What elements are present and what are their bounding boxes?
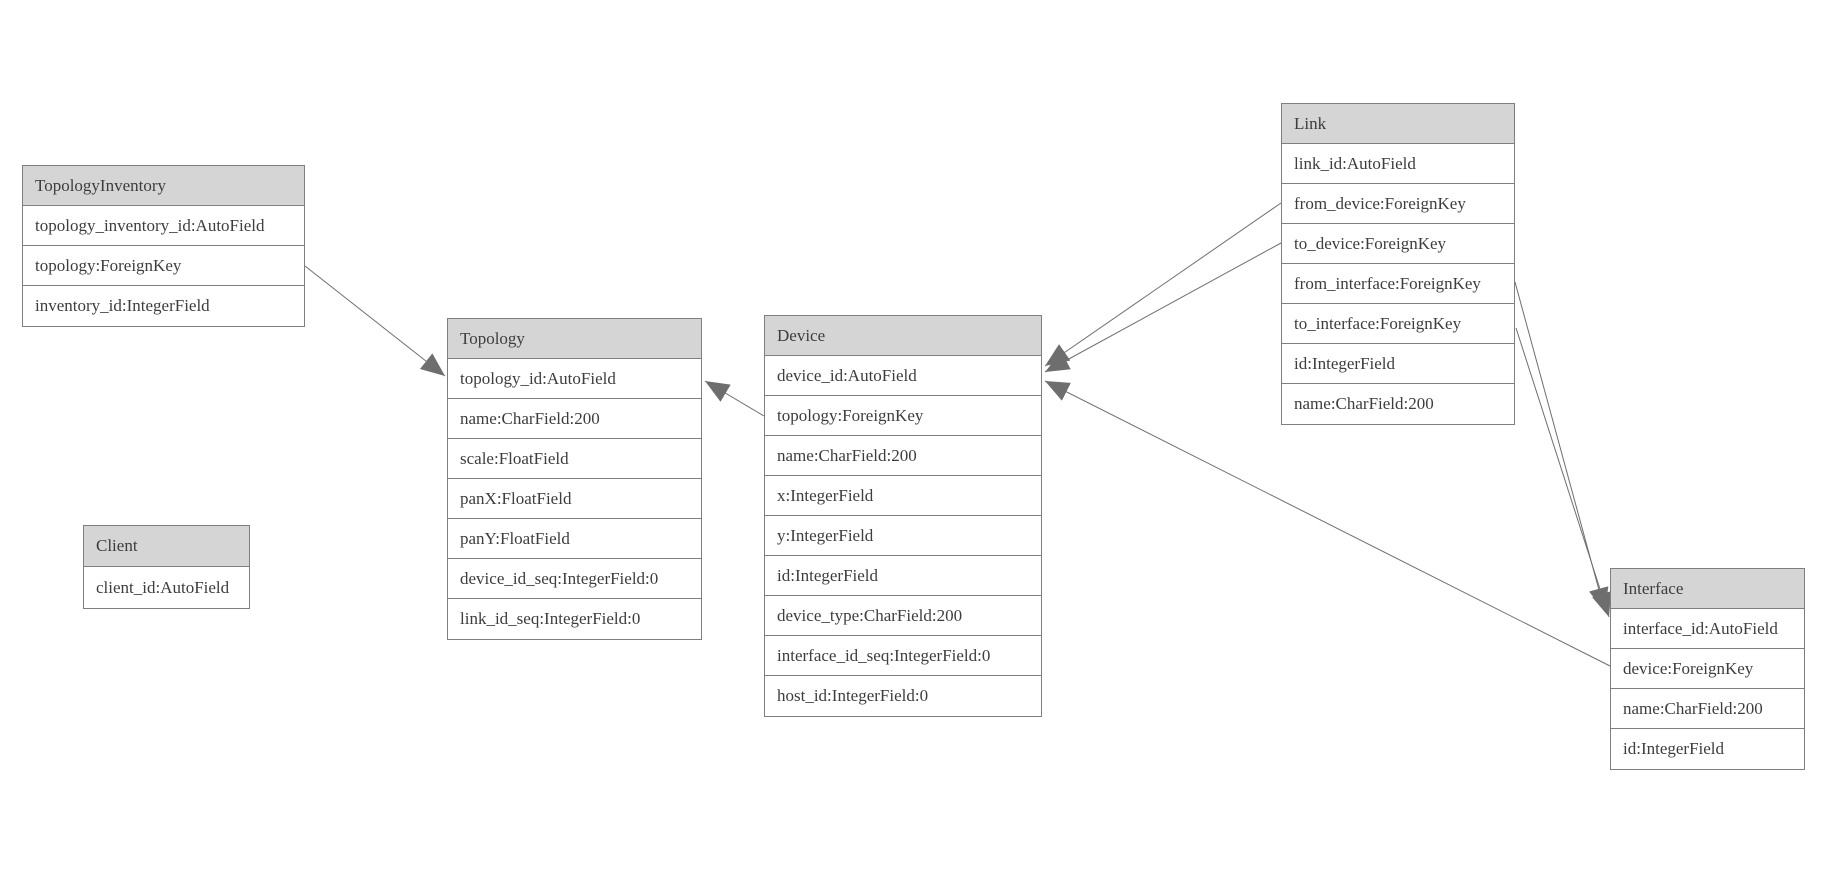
table-row: link_id_seq:IntegerField:0 <box>448 599 701 639</box>
table-row: link_id:AutoField <box>1282 144 1514 184</box>
table-row: from_device:ForeignKey <box>1282 184 1514 224</box>
table-row: panX:FloatField <box>448 479 701 519</box>
entity-table-title: TopologyInventory <box>23 166 304 206</box>
table-row: topology:ForeignKey <box>23 246 304 286</box>
table-row: topology_id:AutoField <box>448 359 701 399</box>
entity-table-title: Topology <box>448 319 701 359</box>
table-row: name:CharField:200 <box>1611 689 1804 729</box>
table-row: interface_id_seq:IntegerField:0 <box>765 636 1041 676</box>
edge-topologyinventory-topology <box>304 265 446 377</box>
table-row: device_type:CharField:200 <box>765 596 1041 636</box>
table-row: device_id_seq:IntegerField:0 <box>448 559 701 599</box>
entity-table-title: Device <box>765 316 1041 356</box>
table-row: name:CharField:200 <box>1282 384 1514 424</box>
edge-device-topology <box>704 380 765 417</box>
table-row: client_id:AutoField <box>84 567 249 608</box>
table-row: topology:ForeignKey <box>765 396 1041 436</box>
edge-link-from-device <box>1044 202 1282 367</box>
edge-link-to-interface <box>1515 327 1612 618</box>
entity-table-title: Interface <box>1611 569 1804 609</box>
table-row: inventory_id:IntegerField <box>23 286 304 326</box>
table-row: x:IntegerField <box>765 476 1041 516</box>
table-row: topology_inventory_id:AutoField <box>23 206 304 246</box>
table-row: name:CharField:200 <box>765 436 1041 476</box>
edge-link-to-device <box>1044 242 1282 373</box>
table-row: to_device:ForeignKey <box>1282 224 1514 264</box>
table-row: device:ForeignKey <box>1611 649 1804 689</box>
table-row: interface_id:AutoField <box>1611 609 1804 649</box>
entity-table-title: Link <box>1282 104 1514 144</box>
edge-interface-device <box>1044 380 1611 667</box>
table-row: y:IntegerField <box>765 516 1041 556</box>
table-row: name:CharField:200 <box>448 399 701 439</box>
table-row: id:IntegerField <box>1611 729 1804 769</box>
table-row: host_id:IntegerField:0 <box>765 676 1041 716</box>
table-row: device_id:AutoField <box>765 356 1041 396</box>
table-row: scale:FloatField <box>448 439 701 479</box>
table-row: id:IntegerField <box>765 556 1041 596</box>
table-row: from_interface:ForeignKey <box>1282 264 1514 304</box>
table-row: id:IntegerField <box>1282 344 1514 384</box>
table-row: to_interface:ForeignKey <box>1282 304 1514 344</box>
entity-table-title: Client <box>84 526 249 567</box>
table-row: panY:FloatField <box>448 519 701 559</box>
